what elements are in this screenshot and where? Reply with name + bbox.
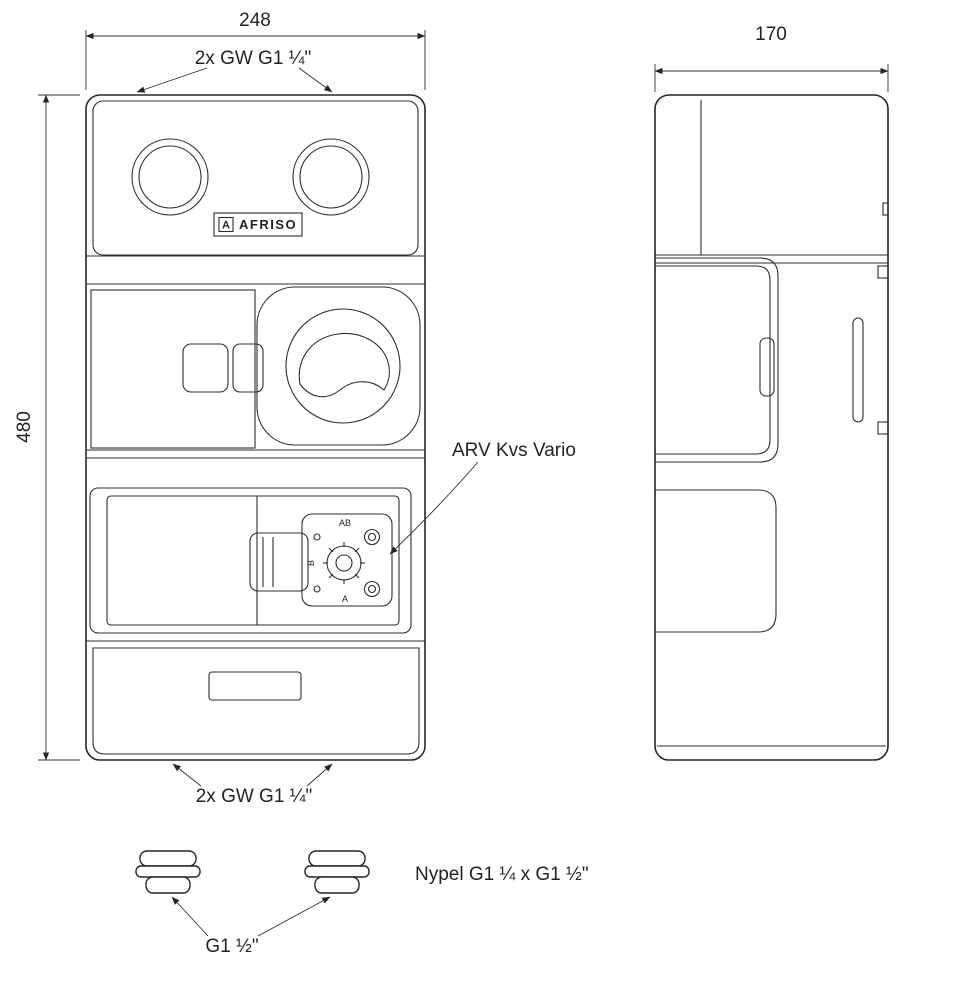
side-outer-casing [654,94,889,761]
nipple-left-cap [139,850,197,867]
side-lower-bump [655,489,777,633]
afriso-logo: A AFRISO [213,212,303,237]
front-bottom-section [92,647,420,755]
kvs-dial-ticks [323,542,365,584]
leader-right [257,896,331,937]
bolt-top-right-outer [363,528,381,546]
bottom-cover [92,647,420,755]
nipple-right-body [314,876,360,894]
dimension-width-248: 248 [85,10,426,90]
port-label-b: B [306,560,316,566]
nipple-fittings: Nypel G1 ¼ x G1 ½" G1 ½" [135,850,589,957]
nipple-left-body [145,876,191,894]
nipple-right-flange [304,865,370,878]
middle-left-panel [90,289,256,449]
port-circle-right-inner [299,145,363,209]
valve-leader [389,461,479,555]
front-view: A AFRISO [85,94,426,761]
nipple-right-cap [308,850,366,867]
side-edge-clip-top [877,265,889,279]
dimension-height-480: 480 [14,94,80,761]
side-valve-bump-outer [655,257,779,463]
leader-right [298,67,333,93]
bolt-bottom-right-outer [363,580,381,598]
port-label-a: A [342,594,348,604]
logo-mark-box [218,216,234,233]
side-edge-clip-bottom [877,421,889,435]
annotation-top-ports: 2x GW G1 ¼" [136,48,333,93]
lower-panel-inner [106,495,400,626]
leader-left [171,896,209,937]
nipple-right [304,850,370,894]
annotation-nipple-size: G1 ½" [171,896,331,957]
logo-mark-letter: A [222,220,230,232]
valve-actuator-body [249,532,309,592]
side-edge-slot [852,317,864,423]
leader-left [136,67,208,93]
valve-knob-handle [298,332,390,398]
kvs-dial-inner [335,554,353,572]
side-view [654,94,889,761]
port-circle-left-outer [131,138,209,216]
dimension-depth-170: 170 [654,24,889,92]
bolt-top-left [313,533,321,541]
leader-left [172,763,202,787]
annotation-bottom-ports: 2x GW G1 ¼" [172,763,333,807]
valve-neck [232,343,264,393]
leader-right [306,763,333,787]
valve-knob-circle [285,308,401,424]
lower-panel-outer [89,487,412,634]
valve-label: ARV Kvs Vario [452,440,576,461]
bolt-bottom-right-inner [367,584,377,594]
valve-cover [256,286,421,446]
top-ports-label: 2x GW G1 ¼" [195,48,312,69]
side-edge-notch [882,202,889,216]
logo-name: AFRISO [239,217,297,232]
bolt-bottom-left [313,585,321,593]
nipple-label: Nypel G1 ¼ x G1 ½" [415,864,589,885]
port-circle-right-outer [292,138,370,216]
mixing-valve-section [90,286,421,449]
annotation-valve: ARV Kvs Vario [389,440,576,555]
nipple-size-label: G1 ½" [205,936,258,957]
side-valve-slot [759,337,775,397]
bottom-nameplate [208,671,302,701]
front-outer-casing [85,94,426,761]
bolt-top-right-inner [367,532,377,542]
bottom-ports-label: 2x GW G1 ¼" [196,786,313,807]
dim-width-label: 248 [239,10,271,31]
middle-left-tab [182,343,229,393]
nipple-left [135,850,201,894]
nipple-left-flange [135,865,201,878]
front-top-cover [92,100,419,256]
side-valve-bump-inner [655,265,771,455]
port-circle-left-inner [138,145,202,209]
valve-plate [301,513,393,607]
arv-valve-section: AB B A [89,487,412,634]
dim-depth-label: 170 [755,24,787,45]
dim-height-label: 480 [14,411,35,443]
logo-frame [213,212,303,237]
port-label-ab: AB [339,518,351,528]
